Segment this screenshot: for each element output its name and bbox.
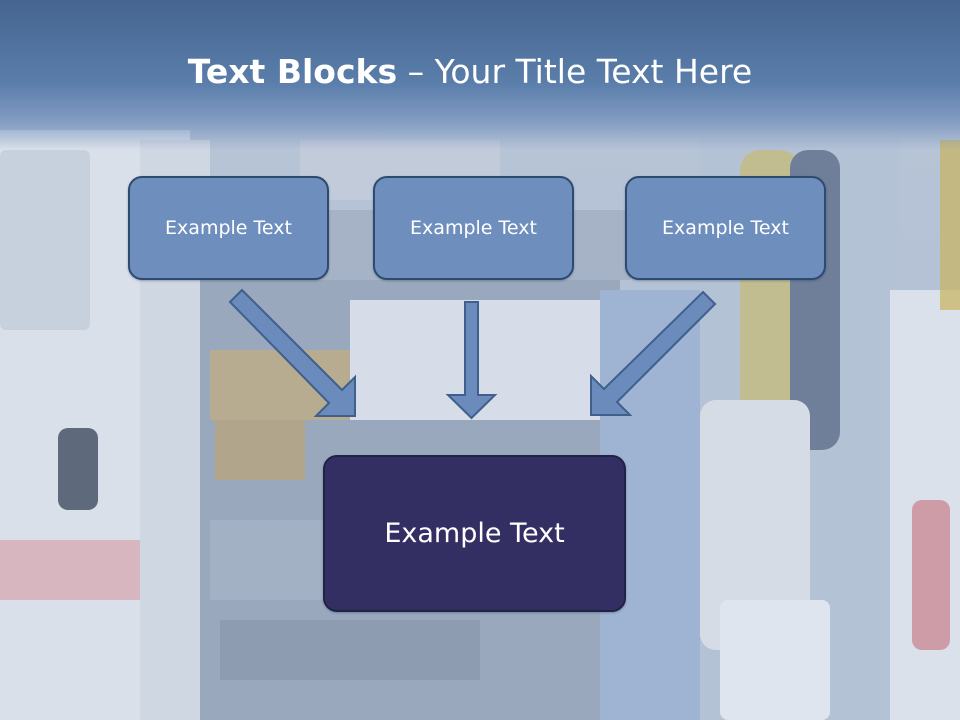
text-block-2-label: Example Text [410, 217, 537, 239]
arrow-right-down-left [590, 290, 717, 416]
slide-title: Text Blocks – Your Title Text Here [0, 52, 940, 91]
title-band [0, 0, 960, 150]
arrow-left-down-right [228, 288, 356, 417]
slide-title-bold: Text Blocks [187, 52, 398, 91]
text-block-1-label: Example Text [165, 217, 292, 239]
text-block-1[interactable]: Example Text [128, 176, 329, 280]
main-text-block-label: Example Text [384, 518, 565, 549]
text-block-3[interactable]: Example Text [625, 176, 826, 280]
slide-title-rest: – Your Title Text Here [397, 52, 753, 91]
text-block-2[interactable]: Example Text [373, 176, 574, 280]
text-block-3-label: Example Text [662, 217, 789, 239]
main-text-block[interactable]: Example Text [323, 455, 626, 612]
arrow-center-down [445, 301, 498, 420]
